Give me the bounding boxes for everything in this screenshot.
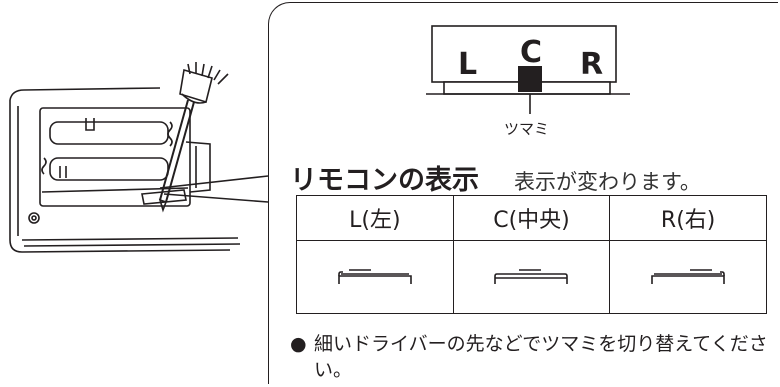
table-header-row: L(左) C(中央) R(右)	[296, 195, 767, 241]
cell-right	[609, 240, 767, 314]
cell-left	[296, 240, 454, 314]
cell-center	[452, 240, 611, 314]
header-right: R(右)	[609, 195, 767, 241]
switch-letter-r: R	[580, 47, 603, 82]
table-icon-row	[296, 240, 767, 314]
callout-panel	[268, 2, 778, 384]
usage-note: ● 細いドライバーの先などでツマミを切り替えてください。	[290, 331, 770, 383]
knob-label: ツマミ	[504, 120, 549, 138]
switch-letter-l: L	[458, 47, 477, 82]
remote-display-heading: リモコンの表示	[290, 165, 479, 196]
switch-letter-c: C	[520, 35, 542, 70]
remote-display-subheading: 表示が変わります。	[514, 170, 701, 194]
remote-display-right-icon	[651, 269, 725, 284]
header-center: C(中央)	[452, 195, 611, 241]
note-text: 細いドライバーの先などでツマミを切り替えてください。	[314, 333, 768, 381]
bullet-icon: ●	[290, 333, 307, 355]
display-mode-table: L(左) C(中央) R(右)	[296, 195, 767, 314]
remote-display-center-icon	[494, 269, 569, 284]
header-left: L(左)	[296, 195, 454, 241]
remote-screwdriver-illustration-icon	[9, 62, 269, 253]
remote-display-left-icon	[338, 269, 412, 284]
lcr-switch-diagram: L C R ツマミ	[426, 25, 630, 138]
